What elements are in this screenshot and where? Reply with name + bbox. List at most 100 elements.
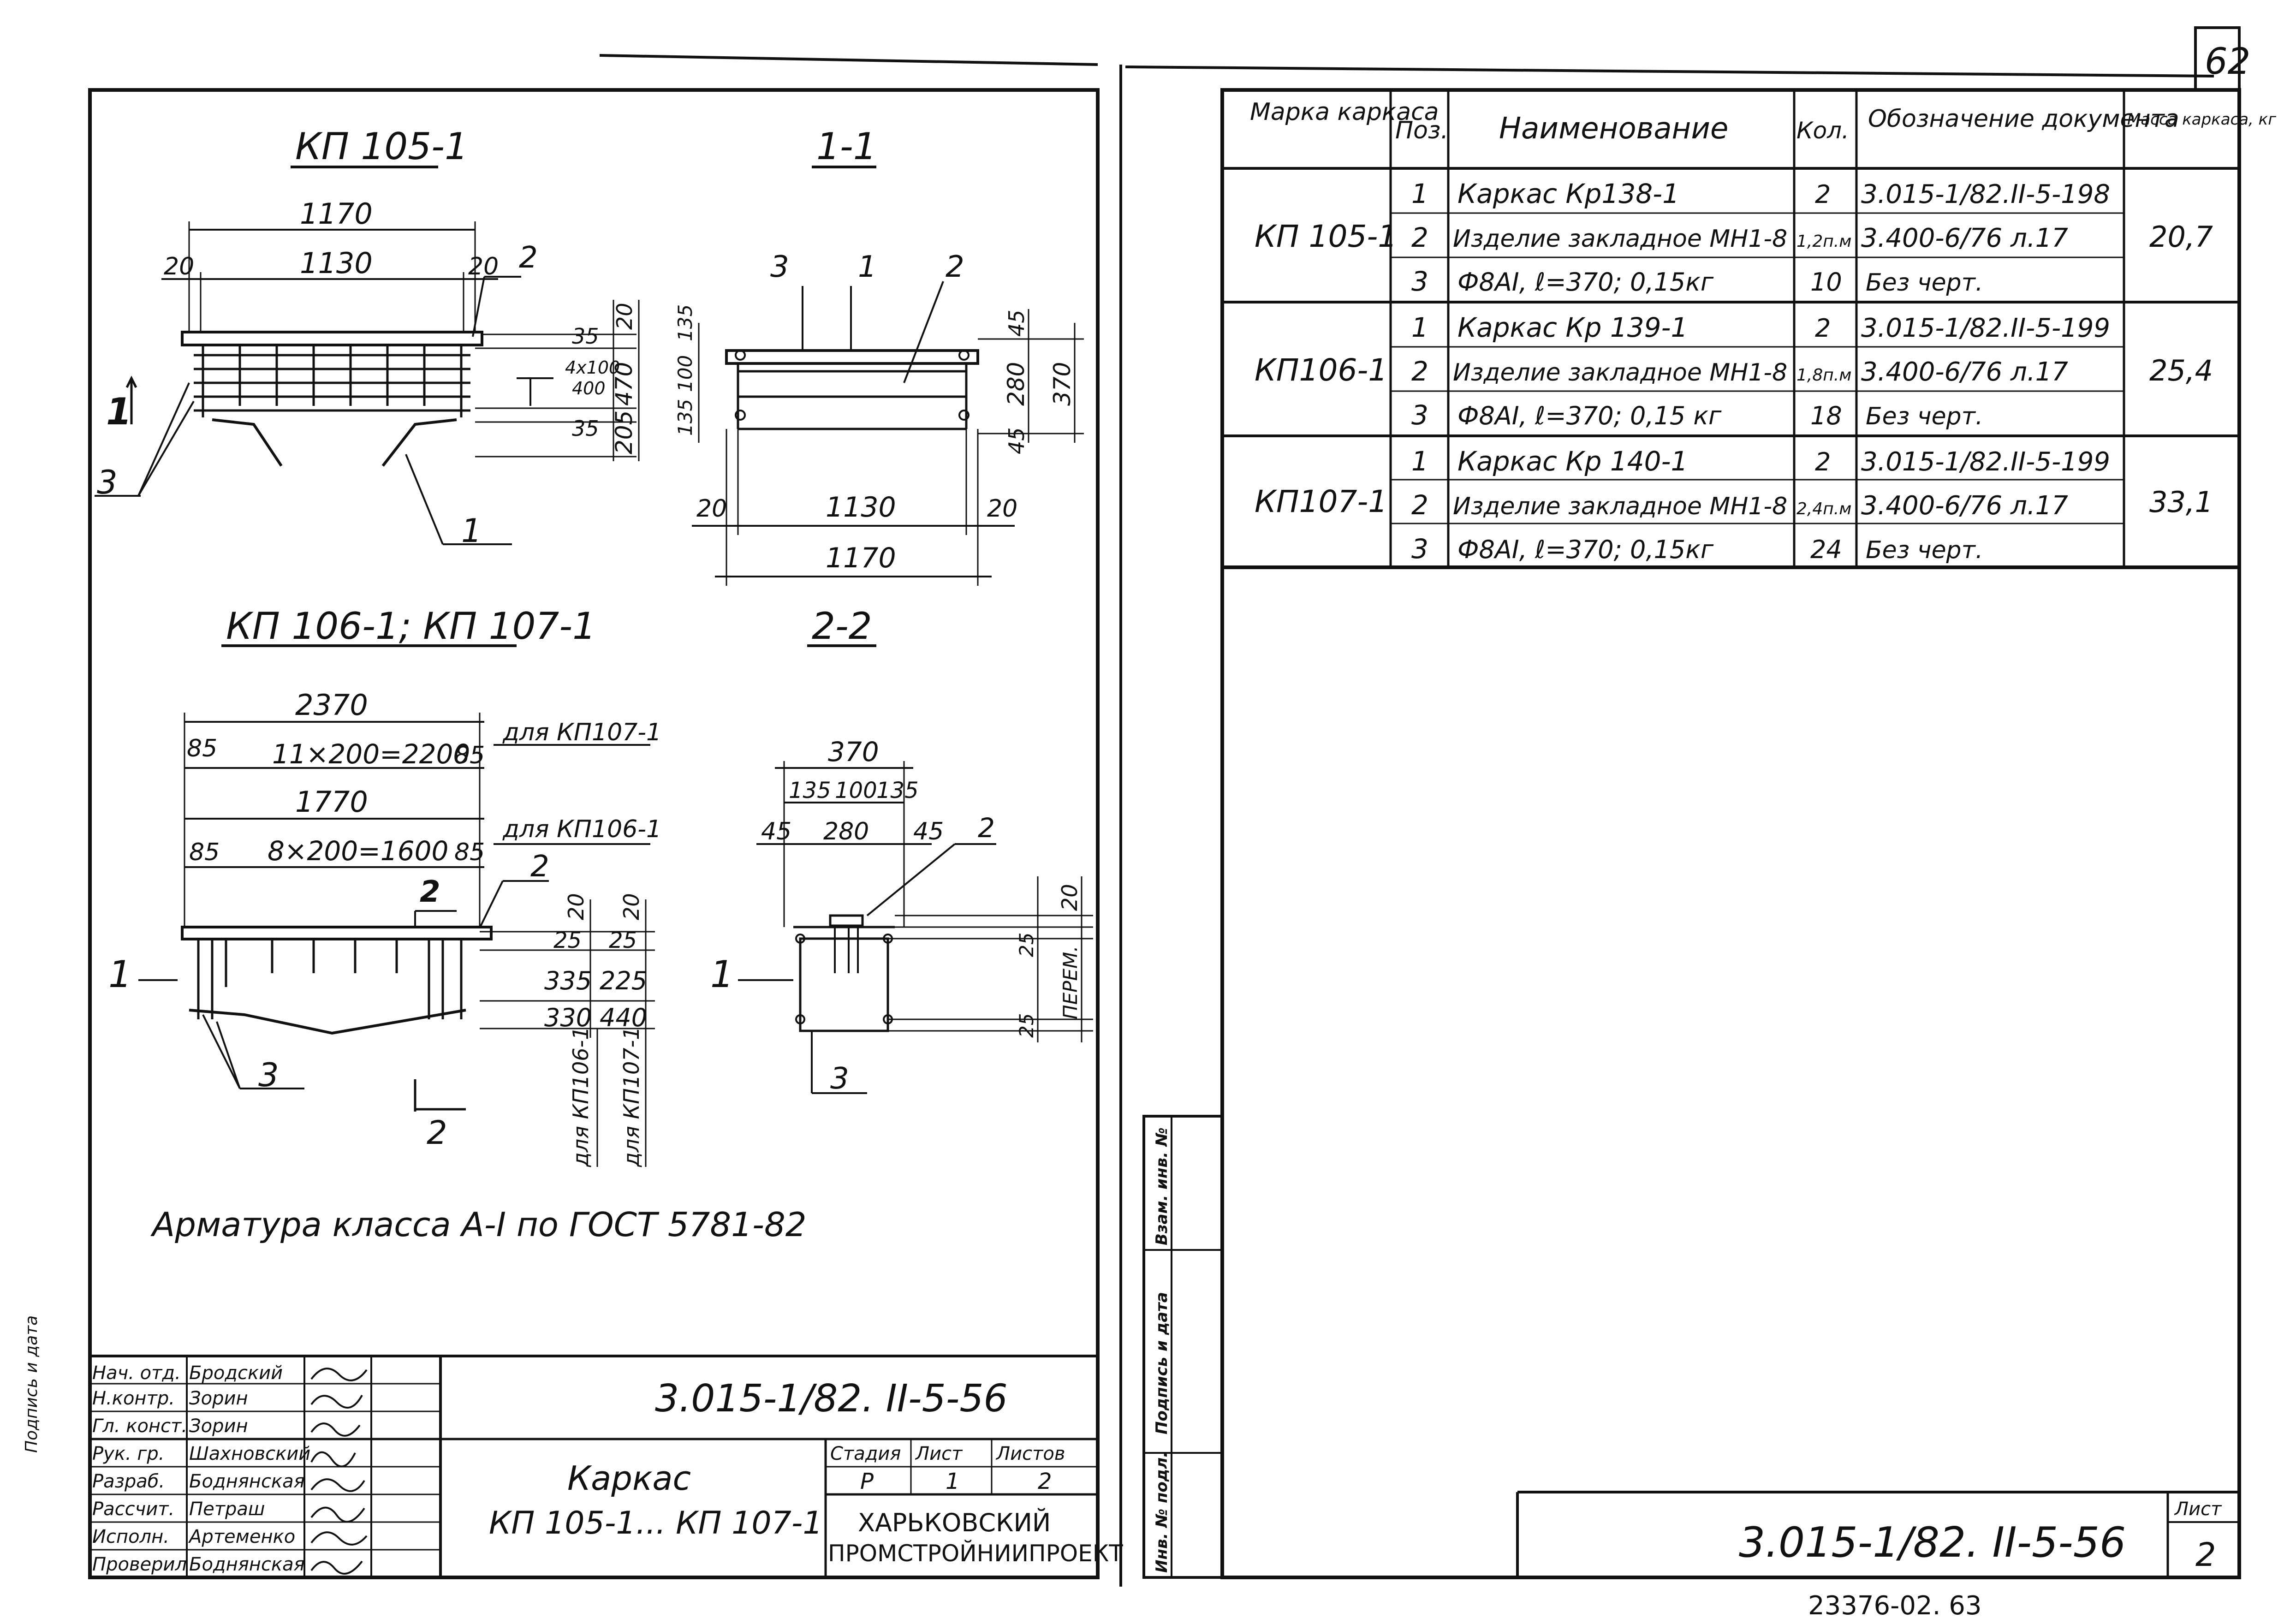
tb-org-line2: ПРОМСТРОЙНИИПРОЕКТ [828, 1540, 1123, 1567]
tb-role: Исполн. [92, 1526, 169, 1547]
right-footer-stamp: 3.015-1/82. II-5-56 Лист 2 [1516, 1491, 2239, 1577]
cell-pos: 3 [1411, 266, 1428, 297]
bar-end [735, 350, 746, 361]
kp106-dim-440: 440 [600, 1003, 647, 1032]
cell-qty: 2 [1815, 180, 1831, 209]
sec22-dim-perem: ПЕРЕМ. [1059, 946, 1082, 1019]
tb-row-5: Разраб. Боднянская [92, 1471, 305, 1492]
sec11-dim-280: 280 [1003, 362, 1029, 406]
sec22-dim-135a: 135 [789, 778, 831, 803]
sec11-dim-45a: 45 [1004, 309, 1029, 337]
sec22-dim-45a: 45 [761, 818, 791, 845]
dim-20-vertical: 20 [612, 303, 637, 330]
sec22-dim-370: 370 [828, 736, 879, 767]
tb-row-8: Проверил Боднянская [92, 1554, 305, 1575]
table-group-kp105: КП 105-1 20,7 1 Каркас Кр138-1 2 3.015-1… [1255, 178, 2213, 297]
bar-end [735, 410, 746, 421]
cell-pos: 1 [1411, 178, 1428, 209]
dim-35-top: 35 [572, 324, 599, 349]
dim-4x100: 4х100 [565, 357, 620, 378]
sec11-dim-135b: 135 [674, 399, 696, 436]
cell-doc: Без черт. [1866, 403, 1983, 430]
bottom-stamp: 23376-02. 63 [1808, 1591, 1981, 1621]
footer-sheet-label: Лист [2174, 1499, 2222, 1520]
tb-role: Гл. конст. [92, 1416, 187, 1437]
th-doc: Обозначение документа [1868, 105, 2179, 133]
anchor-bar [212, 418, 283, 467]
kp106-dim-335: 335 [544, 966, 592, 995]
cell-name: Ф8АI, ℓ=370; 0,15 кг [1457, 401, 1722, 430]
group-mass: 25,4 [2149, 354, 2213, 387]
view-title-kp106: КП 106-1; КП 107-1 [226, 605, 596, 648]
tb-title-line1: Каркас [567, 1459, 691, 1498]
sec11-dim-20a: 20 [696, 495, 727, 523]
cut-mark-1: 1 [106, 390, 132, 433]
tb-sheet-label: Лист [915, 1443, 963, 1464]
section-2-2: 370 135 100 135 45 280 45 2 1 3 [710, 736, 1093, 1096]
tb-title-line2: КП 105-1... КП 107-1 [489, 1505, 823, 1541]
sec22-dim-45b: 45 [913, 818, 944, 845]
side-stamp-frame [1142, 1115, 1224, 1579]
sec11-pos-3: 3 [770, 250, 789, 284]
kp106-cut-2b: 2 [427, 1114, 447, 1152]
cell-doc: 3.400-6/76 л.17 [1861, 223, 2068, 253]
tb-doc-code: 3.015-1/82. II-5-56 [655, 1377, 1008, 1421]
sec22-pos-2: 2 [978, 812, 995, 844]
signature [310, 1506, 365, 1523]
sec22-cut-1: 1 [710, 953, 734, 996]
top-edge-line [599, 54, 1098, 66]
sec11-dim-135a: 135 [674, 304, 696, 341]
dim-400: 400 [572, 378, 606, 399]
side-inv-orig: Инв. № подл. [1153, 1451, 1171, 1573]
table-row: 1 Каркас Кр 139-1 2 3.015-1/82.II-5-199 [1411, 312, 2110, 343]
cell-name: Изделие закладное МН1-8 [1453, 225, 1787, 253]
cell-name: Каркас Кр 139-1 [1457, 312, 1688, 343]
left-side-strip: Подпись и дата [22, 1315, 41, 1453]
cell-doc: 3.015-1/82.II-5-199 [1861, 313, 2110, 343]
kp106-cut-1: 1 [108, 953, 132, 996]
tb-name: Боднянская [189, 1471, 305, 1492]
kp106-cut-2a: 2 [420, 875, 440, 909]
tb-name: Бродский [189, 1362, 283, 1384]
bar-end [958, 410, 970, 421]
table-row: 2 Изделие закладное МН1-8 2,4п.м 3.400-6… [1411, 489, 2068, 521]
tb-sheets-label: Листов [995, 1443, 1065, 1464]
dim-85c: 85 [189, 839, 220, 866]
cell-name: Ф8АI, ℓ=370; 0,15кг [1457, 535, 1714, 564]
col-label-kp106: для КП106-1 [568, 1027, 593, 1167]
kp106-dim-20a: 20 [564, 893, 589, 920]
label-for-kp107: для КП107-1 [502, 719, 661, 746]
cell-pos: 1 [1411, 312, 1428, 343]
title-block-left: Нач. отд. Бродский Н.контр. Зорин Гл. ко… [90, 1355, 1123, 1577]
cell-qty: 18 [1810, 401, 1842, 430]
sec22-dim-20: 20 [1057, 884, 1082, 911]
cell-pos: 3 [1411, 399, 1428, 431]
cell-doc: Без черт. [1866, 269, 1983, 297]
table-row: 3 Ф8АI, ℓ=370; 0,15кг 24 Без черт. [1411, 533, 1983, 565]
view-title-kp105: КП 105-1 [295, 125, 468, 168]
signature [310, 1451, 356, 1468]
section-title-1-1: 1-1 [816, 125, 877, 168]
plate-section [829, 914, 864, 927]
left-page-frame [88, 88, 1100, 1579]
cell-doc: 3.015-1/82.II-5-198 [1861, 179, 2110, 209]
section-1-1: 3 1 2 1130 1170 20 20 135 100 135 45 280… [674, 250, 1084, 586]
leader-line [137, 382, 190, 496]
side-vzam: Взам. инв. № [1153, 1127, 1171, 1245]
tb-stage-label: Стадия [830, 1443, 901, 1464]
dim-470: 470 [611, 362, 637, 406]
cell-doc: 3.015-1/82.II-5-199 [1861, 447, 2110, 477]
table-group-kp107: КП107-1 33,1 1 Каркас Кр 140-1 2 3.015-1… [1255, 446, 2213, 565]
cell-pos: 1 [1411, 446, 1428, 477]
cell-qty: 24 [1810, 535, 1842, 564]
tb-role: Рассчит. [92, 1499, 174, 1520]
tb-name: Артеменко [188, 1526, 295, 1547]
leader-line [472, 276, 485, 337]
leader-line [903, 281, 944, 383]
th-mass: Масса каркаса, кг [2127, 110, 2277, 129]
cell-qty: 2 [1815, 447, 1831, 476]
sec22-dim-280: 280 [823, 818, 869, 845]
leader-line [405, 454, 444, 545]
sec22-dim-25b: 25 [1015, 1013, 1038, 1038]
